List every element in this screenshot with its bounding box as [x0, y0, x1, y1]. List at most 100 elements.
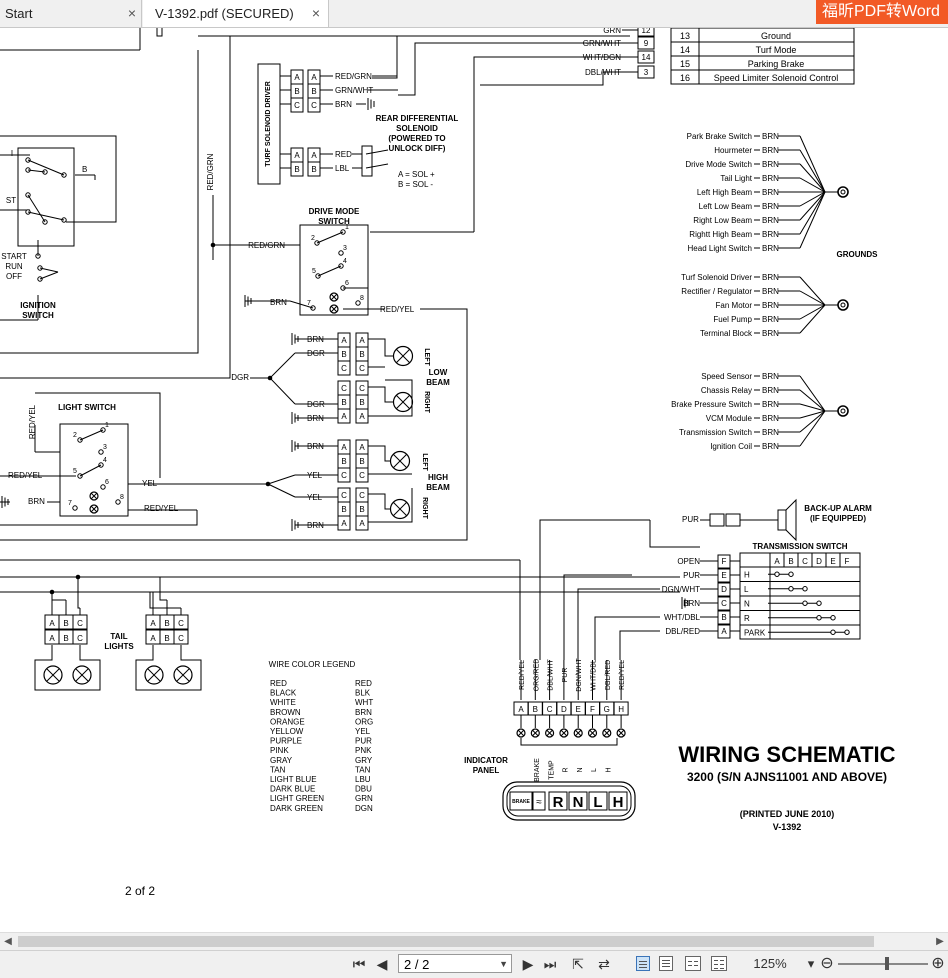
pin-label: C	[341, 491, 347, 500]
schematic-label: D	[561, 705, 567, 714]
export-page-icon[interactable]: ⇱	[572, 956, 584, 972]
zoom-slider[interactable]	[838, 963, 928, 965]
schematic-label: RED/YEL	[28, 404, 37, 439]
terminal	[816, 600, 822, 606]
connector-row-label: Parking Brake	[748, 59, 805, 69]
schematic-label: F	[590, 705, 595, 714]
indicator-wire-label: WHT/DBL	[591, 659, 598, 691]
tab-start[interactable]: Start ×	[0, 0, 142, 27]
zoom-in-icon[interactable]: ⊕	[931, 955, 945, 972]
next-page-icon[interactable]: ▶	[522, 956, 534, 972]
schematic-label: 5	[73, 468, 77, 475]
schematic-label: BRN	[762, 273, 779, 282]
zoom-out-icon[interactable]: ⊖	[820, 955, 834, 972]
schematic-label: SOLENOID	[396, 124, 438, 133]
legend-color-name: BLACK	[270, 689, 297, 698]
pin-label: B	[341, 457, 346, 466]
schematic-label: H	[613, 794, 624, 811]
schematic-label: BACK-UP ALARM	[804, 504, 872, 513]
wire	[368, 493, 391, 510]
first-page-icon[interactable]: ⏮	[352, 956, 366, 972]
ground-source-label: VCM Module	[706, 414, 753, 423]
wire	[0, 135, 117, 223]
horizontal-scrollbar[interactable]: ◀ ▶	[0, 932, 948, 950]
zoom-dropdown-icon[interactable]: ▾	[807, 956, 815, 971]
wire	[35, 392, 161, 478]
indicator-wire-label: DGN/WHT	[576, 658, 583, 692]
wire	[135, 645, 202, 691]
connector-pin	[725, 513, 741, 527]
wire	[267, 474, 296, 485]
wire	[176, 668, 190, 682]
backup-alarm-icon	[777, 509, 787, 531]
connector-pin	[355, 360, 369, 376]
connector-pin	[637, 65, 655, 79]
turf-solenoid-driver	[257, 63, 281, 185]
facing-view-icon[interactable]	[685, 956, 701, 971]
schematic-label: 13	[680, 31, 690, 41]
tab-document[interactable]: V-1392.pdf (SECURED) ×	[143, 0, 329, 27]
document-viewport[interactable]: 12ACC Relay13Ground14Turf Mode15Parking …	[0, 28, 948, 932]
last-page-icon[interactable]: ⏭	[543, 956, 557, 972]
schematic-label: E	[721, 571, 726, 580]
previous-page-icon[interactable]: ◀	[376, 956, 388, 972]
schematic-label: D	[816, 557, 822, 566]
pin-label: B	[294, 165, 299, 174]
page-number-value: 2 / 2	[404, 957, 430, 972]
ground-source-label: Brake Pressure Switch	[671, 400, 752, 409]
schematic-label: BRN	[683, 599, 700, 608]
connector-pin	[307, 161, 321, 177]
pdf-to-word-badge[interactable]: 福昕PDF转Word	[816, 0, 948, 24]
schematic-label: N	[573, 794, 584, 811]
schematic-label: BEAM	[426, 378, 450, 387]
wire	[799, 135, 838, 193]
continuous-facing-view-icon[interactable]	[711, 956, 727, 971]
schematic-label: DGR	[307, 349, 325, 358]
pin-label: A	[359, 412, 365, 421]
scroll-left-icon[interactable]: ◀	[4, 936, 12, 947]
convert-icon[interactable]: ⇄	[598, 956, 610, 972]
chevron-down-icon[interactable]: ▼	[499, 959, 508, 969]
terminal	[98, 449, 104, 455]
transmission-row-label: R	[744, 614, 750, 623]
continuous-view-icon[interactable]	[659, 956, 673, 971]
wire	[619, 630, 660, 660]
pin-label: A	[341, 443, 347, 452]
wire	[39, 271, 59, 280]
schematic-label: B	[63, 619, 68, 628]
terminal	[788, 571, 794, 577]
schematic-label: B	[63, 634, 68, 643]
wire	[539, 519, 650, 560]
schematic-label: BRN	[307, 414, 324, 423]
schematic-label: GROUNDS	[837, 250, 879, 259]
single-page-view-icon[interactable]	[636, 956, 650, 971]
scrollbar-thumb[interactable]	[18, 936, 874, 947]
zoom-slider-thumb[interactable]	[885, 957, 889, 970]
pin-label: A	[359, 519, 365, 528]
schematic-label: A	[721, 627, 727, 636]
wire	[799, 403, 838, 412]
page-number-field[interactable]: 2 / 2 ▼	[398, 954, 512, 973]
schematic-label: BRN	[762, 287, 779, 296]
close-icon[interactable]: ×	[311, 5, 320, 21]
pin-label: A	[359, 443, 365, 452]
legend-color-name: PURPLE	[270, 737, 302, 746]
schematic-label: C	[178, 619, 184, 628]
wire	[0, 308, 468, 541]
schematic-label: H	[618, 705, 624, 714]
wire	[603, 729, 610, 737]
legend-color-code: DBU	[355, 785, 372, 794]
tail-connector-pin	[173, 629, 189, 645]
scroll-right-icon[interactable]: ▶	[936, 936, 944, 947]
pin-label: B	[294, 87, 299, 96]
pin-label: B	[359, 505, 364, 514]
schematic-label: B	[721, 613, 726, 622]
schematic-label: BRN	[307, 335, 324, 344]
wire	[147, 668, 161, 682]
close-icon[interactable]: ×	[127, 5, 136, 21]
indicator-cell	[568, 791, 588, 811]
schematic-label: 3	[103, 444, 107, 451]
wire	[799, 410, 838, 419]
schematic-label: RED/YEL	[8, 471, 43, 480]
zoom-level[interactable]: 125%	[753, 956, 787, 971]
